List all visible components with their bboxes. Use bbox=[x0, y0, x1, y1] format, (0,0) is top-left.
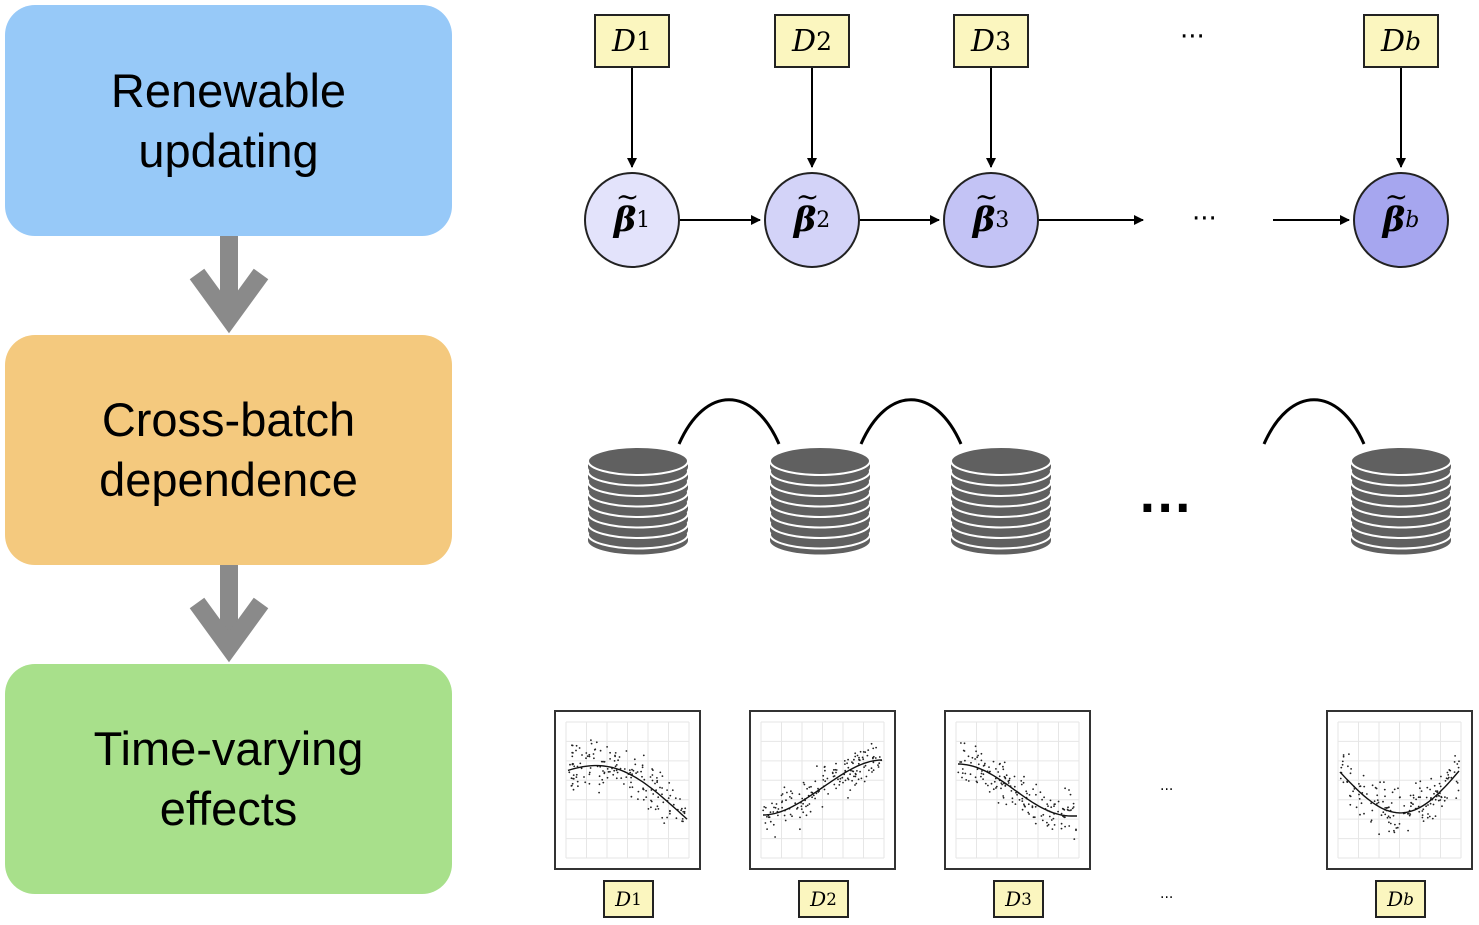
effect-plot-1 bbox=[554, 710, 701, 870]
stage-label: Renewable updating bbox=[110, 63, 347, 177]
dependence-arcs bbox=[677, 398, 1366, 445]
data-to-estimate-arrows bbox=[627, 68, 1406, 168]
ellipsis-estimates: ··· bbox=[1192, 204, 1217, 234]
stage-label: Time-varying effects bbox=[93, 722, 364, 835]
effect-plot-2 bbox=[749, 710, 896, 870]
stage-cross-batch-dependence: Cross-batch dependence bbox=[5, 335, 452, 565]
database-icon bbox=[1350, 446, 1452, 555]
ellipsis-databases: ... bbox=[1139, 472, 1193, 523]
flow-arrow-down-1 bbox=[189, 236, 269, 334]
arc-db2-db3 bbox=[859, 398, 963, 445]
arc-db1-db2 bbox=[677, 398, 781, 445]
database-icon bbox=[950, 446, 1052, 555]
ellipsis-plot-labels: ... bbox=[1160, 886, 1174, 902]
ellipsis-plots: ... bbox=[1160, 778, 1174, 794]
database-icon bbox=[769, 446, 871, 555]
stage-time-varying-effects: Time-varying effects bbox=[5, 664, 452, 894]
effect-plot-3 bbox=[944, 710, 1091, 870]
effect-plot-b bbox=[1326, 710, 1473, 870]
flow-arrow-down-2 bbox=[189, 565, 269, 663]
database-icon bbox=[587, 446, 689, 555]
arc-prev-dbb bbox=[1262, 398, 1366, 445]
stage-label: Cross-batch dependence bbox=[99, 393, 358, 506]
ellipsis-top: ··· bbox=[1180, 22, 1205, 52]
stage-renewable-updating: Renewable updating bbox=[5, 5, 452, 236]
